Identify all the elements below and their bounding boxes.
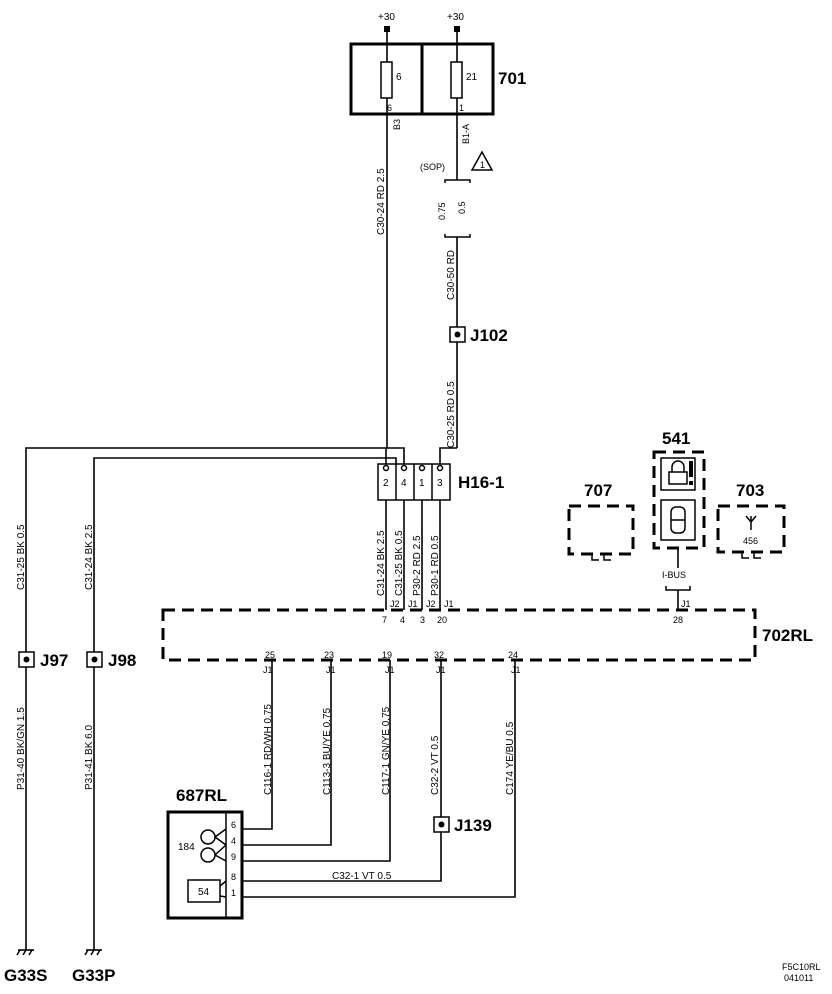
motor-687rl: 184 54 6 4 9 8 1 <box>166 810 244 920</box>
power-terminal-left <box>384 26 390 32</box>
splice-size-lower: 0.5 <box>457 201 467 214</box>
note-triangle <box>470 150 494 171</box>
wire-label-c32-1: C32-1 VT 0.5 <box>332 871 392 882</box>
switch-label: 54 <box>198 887 210 898</box>
connector-id: H16-1 <box>458 473 504 492</box>
motor-label: 184 <box>178 842 195 853</box>
lock-icon <box>660 457 696 491</box>
connector-pin-1: 1 <box>419 478 425 489</box>
wire-label-p31-41: P31-41 BK 6.0 <box>84 725 95 790</box>
fuse-6 <box>380 61 393 99</box>
ground-symbol-left <box>16 949 34 956</box>
motor-icon-upper <box>200 829 216 845</box>
pin-20-conn: J1 <box>444 599 454 609</box>
module-702rl-id: 702RL <box>762 626 813 645</box>
motor-pin-1: 1 <box>231 888 236 898</box>
switch-icon <box>187 879 221 903</box>
warning-bar-icon <box>689 461 693 477</box>
wire-label-c113-3: C113-3 BU/YE 0.75 <box>322 707 333 795</box>
component-703-id: 703 <box>736 481 764 500</box>
wire-label-p31-40: P31-40 BK/GN 1.5 <box>16 707 27 790</box>
wire-label-c32-2: C32-2 VT 0.5 <box>430 735 441 795</box>
component-541-id: 541 <box>662 429 690 448</box>
pin-4-conn: J1 <box>408 599 418 609</box>
wire-label-p30-1: P30-1 RD 0.5 <box>430 535 441 596</box>
connector-pin-3: 3 <box>437 478 443 489</box>
fuse-21 <box>450 61 463 99</box>
pin-7-conn: J2 <box>390 599 400 609</box>
wire-label-left-c31-25: C31-25 BK 0.5 <box>16 524 27 590</box>
diagram-reference-code: F5C10RL <box>782 962 821 972</box>
pin-20: 20 <box>437 615 447 625</box>
pin-32: 32 <box>434 650 444 660</box>
wire-label-p30-2: P30-2 RD 2.5 <box>412 535 423 596</box>
fuse-right-pin: 1 <box>459 103 464 113</box>
connector-pin-4: 4 <box>401 478 407 489</box>
ground-symbol-right <box>84 949 102 956</box>
wire-label-c31-24: C31-24 BK 2.5 <box>376 530 387 596</box>
pin-28-conn: J1 <box>681 599 691 609</box>
motor-pin-8: 8 <box>231 872 236 882</box>
pin-4: 4 <box>400 615 405 625</box>
joint-j98-label: J98 <box>108 651 136 670</box>
component-703-sub: 456 <box>743 536 758 546</box>
sop-label: (SOP) <box>420 162 445 172</box>
wire-label-c30-50: C30-50 RD <box>446 250 457 300</box>
module-702rl <box>161 608 757 662</box>
fuse-left-pin: 6 <box>387 103 392 113</box>
connector-h16-1: 2 4 1 3 <box>377 463 451 501</box>
joint-j102-label: J102 <box>470 326 508 345</box>
pin-25-conn: J1 <box>263 665 273 675</box>
power-terminal-right <box>454 26 460 32</box>
fuse-right-number: 21 <box>466 72 478 83</box>
diagram-reference-date: 041011 <box>784 973 813 983</box>
pin-24: 24 <box>508 650 518 660</box>
motor-687rl-id: 687RL <box>176 786 227 805</box>
car-icon <box>660 499 696 541</box>
fuse-left-number: 6 <box>396 72 402 83</box>
wire-label-c117-1: C117-1 GN/YE 0.75 <box>381 706 392 795</box>
pin-19: 19 <box>382 650 392 660</box>
motor-pin-9: 9 <box>231 852 236 862</box>
power-label-left: +30 <box>378 12 395 23</box>
connector-pin-2: 2 <box>383 478 389 489</box>
pin-25: 25 <box>265 650 275 660</box>
antenna-icon <box>745 515 757 530</box>
splice-size-upper: 0.75 <box>437 202 447 220</box>
motor-pin-4: 4 <box>231 836 236 846</box>
fusebox-701: 6 21 6 1 701 <box>349 42 526 130</box>
pin-28: 28 <box>673 615 683 625</box>
component-707-id: 707 <box>584 481 612 500</box>
motor-pin-6: 6 <box>231 820 236 830</box>
motor-icon-lower <box>200 847 216 863</box>
pin-23: 23 <box>324 650 334 660</box>
fusebox-id: 701 <box>498 69 526 88</box>
power-label-right: +30 <box>447 12 464 23</box>
wire-label-c174: C174 YE/BU 0.5 <box>505 721 516 795</box>
pin-3-conn: J2 <box>426 599 436 609</box>
component-703 <box>716 504 786 554</box>
ibus-label: I-BUS <box>662 570 686 580</box>
component-541 <box>652 450 706 550</box>
fuse-right-terminal: B1-A <box>461 124 471 144</box>
ground-label-right: G33P <box>72 966 115 985</box>
fuse-left-terminal: B3 <box>392 119 402 130</box>
wire-label-c116-1: C116-1 RD/WH 0.75 <box>263 704 274 795</box>
joint-j139-label: J139 <box>454 816 492 835</box>
pin-7: 7 <box>382 615 387 625</box>
wire-label-c31-25: C31-25 BK 0.5 <box>394 530 405 596</box>
component-707 <box>567 504 635 556</box>
wire-label-c30-24: C30-24 RD 2.5 <box>376 168 387 235</box>
wire-label-left-c31-24: C31-24 BK 2.5 <box>84 524 95 590</box>
note-number: 1 <box>480 160 485 170</box>
ground-label-left: G33S <box>4 966 47 985</box>
pin-3: 3 <box>420 615 425 625</box>
joint-j97-label: J97 <box>40 651 68 670</box>
wire-label-c30-25: C30-25 RD 0.5 <box>446 381 457 448</box>
